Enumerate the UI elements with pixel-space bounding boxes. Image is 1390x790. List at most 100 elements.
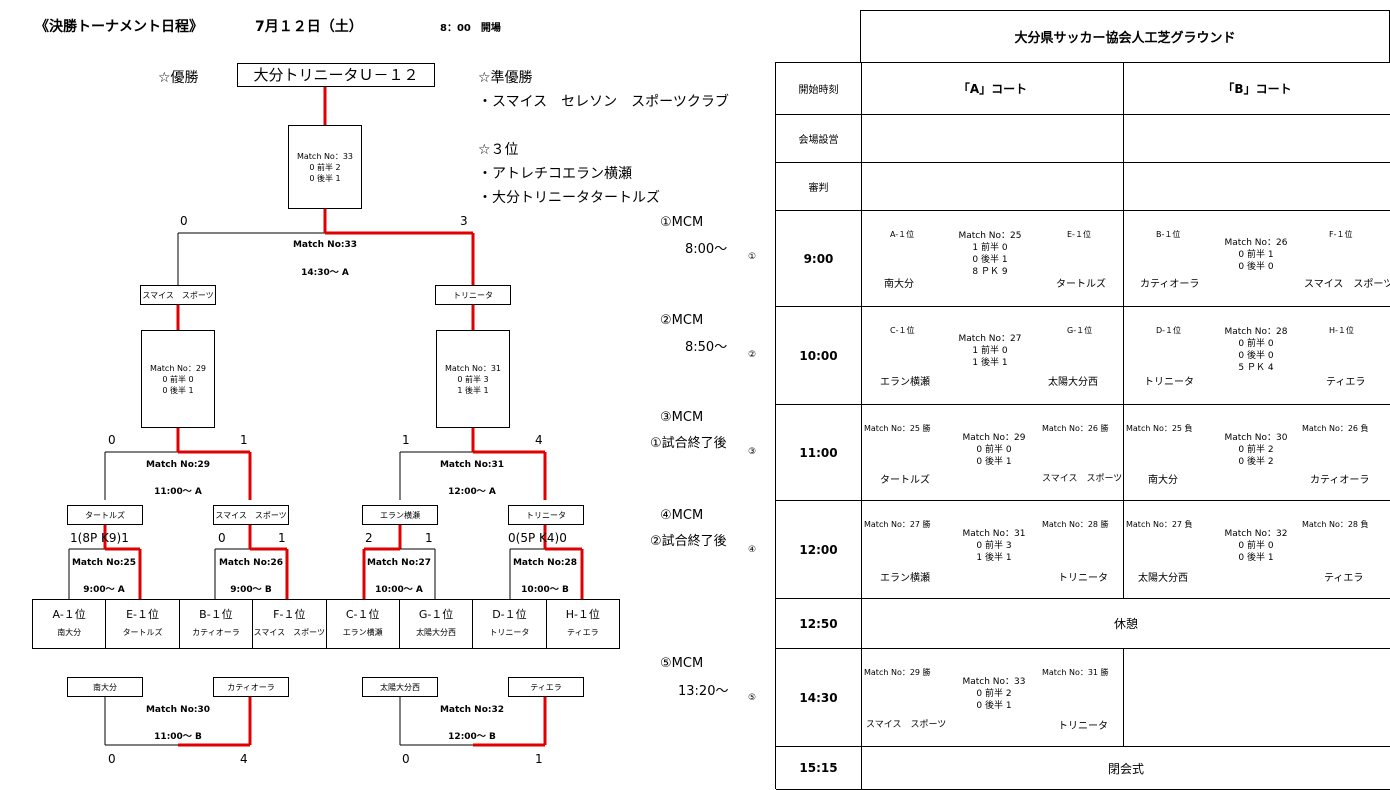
match-33-box: Match No：33 0 前半 2 0 後半 1 [288,125,362,209]
m25-label: Match No:25 [71,558,137,568]
cons-team-box-2: カティオーラ [213,677,289,697]
slot-1200-a-home-team: エラン横瀬 [880,573,930,584]
slot-1200-a-first-half: 0 前半 3 [976,541,1012,551]
group-cell-c: C-１位エラン横瀬 [327,600,400,648]
winner-team: 大分トリニータＵ－１２ [253,65,419,84]
slot-900-b-home-team: カティオーラ [1140,279,1200,290]
group-cell-d: D-１位トリニータ [473,600,547,648]
slot-1200-b-home-seed: Match No：27 負 [1126,520,1193,529]
slot-1200-b-first-half: 0 前半 0 [1238,541,1274,551]
m32-label: Match No:32 [439,705,505,715]
cons-team-4: ティエラ [530,682,562,692]
m27-score-right: 1 [425,531,433,545]
slot-1000-b-away-team: ティエラ [1326,377,1366,388]
match-33-no: Match No：33 [296,151,353,161]
group-cell-a: A-１位南大分 [33,600,107,648]
slot-1200-b-match-no: Match No：32 [1224,529,1288,539]
qf-team-3: エラン横瀬 [380,510,420,520]
m30-score-left: 0 [108,752,116,766]
match-33-first-half: 0 前半 2 [309,162,341,172]
referee-court-b [1124,163,1390,211]
slot-1430-a-away-team: トリニータ [1058,721,1108,732]
venue-title: 大分県サッカー協会人工芝グラウンド [1014,31,1236,46]
cons-team-3: 太陽大分西 [380,682,420,692]
m25-time: 9:00～ A [83,585,125,595]
slot-900-b-home-seed: B-１位 [1156,230,1181,239]
time-1430: 14:30 [776,649,862,747]
col-time-header: 開始時刻 [776,63,862,115]
slot-1430-a-away-seed: Match No：31 勝 [1042,668,1109,677]
slot-1000-b: D-１位 H-１位 Match No：28 0 前半 0 0 後半 0 5 ＰＫ… [1124,307,1390,405]
referee-court-a [862,163,1124,211]
m26-score-right: 1 [278,531,286,545]
slot-1200-a-match-no: Match No：31 [962,529,1026,539]
slot-1100-b-match-no: Match No：30 [1224,433,1288,443]
winner-lines [103,86,584,747]
time-1515: 15:15 [776,747,862,790]
slot-1430-a-home-seed: Match No：29 勝 [864,668,931,677]
group-winners-strip: A-１位南大分 E-１位タートルズ B-１位カティオーラ F-１位スマイス スポ… [32,599,620,649]
m28-score: 0(5P K4)0 [508,531,567,545]
mcm-4-mark: ④ [748,545,757,555]
third-team-2: ・大分トリニータタートルズ [478,190,660,206]
sf-left-team: スマイス スポーツ [142,290,214,300]
slot-1200-a-home-seed: Match No：27 勝 [864,520,931,529]
match-31-second-half: 1 後半 1 [457,385,489,395]
group-pos: B-１位 [199,608,233,621]
qf-team-box-1: タートルズ [67,505,143,525]
mcm-3-time: ①試合終了後 [650,436,727,451]
match-29-second-half: 0 後半 1 [162,385,194,395]
slot-900-a: A-１位 E-１位 Match No：25 1 前半 0 0 後半 1 8 ＰＫ… [862,211,1124,307]
group-team: トリニータ [489,628,530,637]
mcm-4-time: ②試合終了後 [650,534,727,549]
final-match-time: 14:30～ A [301,268,349,278]
group-cell-e: E-１位タートルズ [106,600,180,648]
court-b-header: 「B」コート [1124,63,1390,115]
slot-1100-a-first-half: 0 前半 0 [976,445,1012,455]
m28-time: 10:00～ B [521,585,569,595]
third-label: ☆３位 [478,142,519,158]
cons-team-box-4: ティエラ [508,677,584,697]
match-31-no: Match No：31 [444,363,501,373]
group-team: 太陽大分西 [416,628,457,637]
slot-1100-a-home-seed: Match No：25 勝 [864,424,931,433]
slot-1000-b-first-half: 0 前半 0 [1238,339,1274,349]
slot-1430-a-home-team: スマイス スポーツ [866,720,947,730]
m29-score-left: 0 [108,433,116,447]
slot-1430-a: Match No：29 勝 Match No：31 勝 Match No：33 … [862,649,1124,747]
final-score-right: 3 [460,214,468,228]
slot-1200-a: Match No：27 勝 Match No：28 勝 Match No：31 … [862,501,1124,599]
sf-left-team-box: スマイス スポーツ [140,285,216,305]
slot-900-a-pk: 8 ＰＫ 9 [972,267,1008,277]
mcm-5-mark: ⑤ [748,693,757,703]
mcm-2-mark: ② [748,350,757,360]
mcm-3-mark: ③ [748,447,757,457]
slot-1200-b-home-team: 太陽大分西 [1138,573,1188,584]
group-team: タートルズ [122,628,163,637]
group-pos: D-１位 [492,608,527,621]
sf-right-team-box: トリニータ [435,285,511,305]
match-31-first-half: 0 前半 3 [457,374,489,384]
slot-1100-b-away-seed: Match No：26 負 [1302,424,1369,433]
slot-900-a-away-seed: E-１位 [1067,230,1091,239]
group-cell-b: B-１位カティオーラ [180,600,254,648]
slot-1430-a-second-half: 0 後半 1 [976,701,1012,711]
group-team: 南大分 [57,628,82,637]
slot-1000-a-away-team: 太陽大分西 [1048,377,1098,388]
match-29-box: Match No：29 0 前半 0 0 後半 1 [141,330,215,428]
final-match-label: Match No:33 [292,240,358,250]
slot-1100-a-away-team: スマイス スポーツ [1042,474,1123,484]
time-1200: 12:00 [776,501,862,599]
slot-900-a-home-team: 南大分 [884,279,914,290]
slot-900-a-second-half: 0 後半 1 [972,255,1008,265]
slot-1000-a-home-seed: C-１位 [890,326,915,335]
slot-900-a-home-seed: A-１位 [890,230,915,239]
venue-header: 大分県サッカー協会人工芝グラウンド [860,10,1390,62]
match-29-no: Match No：29 [149,363,206,373]
slot-1100-b-first-half: 0 前半 2 [1238,445,1274,455]
mcm-3-name: ③MCM [660,410,704,425]
slot-1000-a: C-１位 G-１位 Match No：27 1 前半 0 1 後半 1 エラン横… [862,307,1124,405]
slot-1000-b-home-team: トリニータ [1144,377,1194,388]
match-29-first-half: 0 前半 0 [162,374,194,384]
group-team: カティオーラ [192,628,240,637]
